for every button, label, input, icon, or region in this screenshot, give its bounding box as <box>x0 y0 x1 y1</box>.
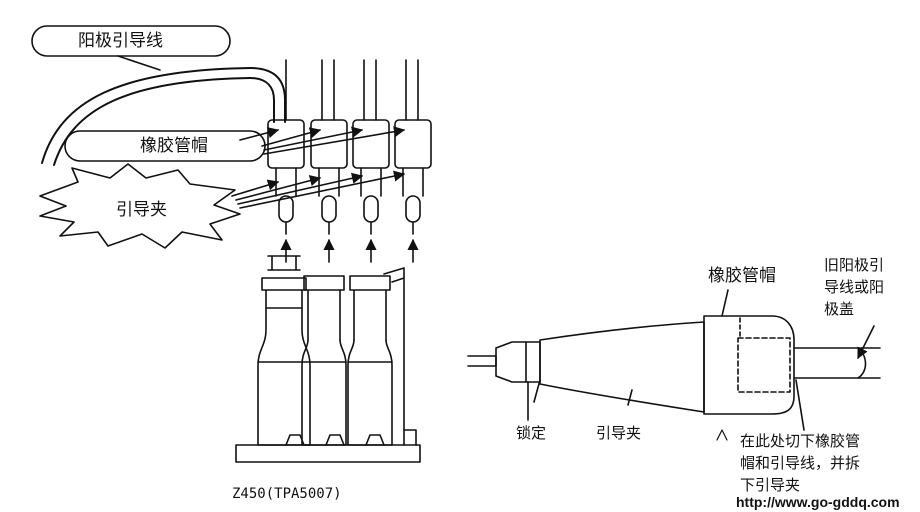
lead-clip-label-left: 引导夹 <box>116 200 167 220</box>
anode-lead-wire <box>41 67 286 166</box>
rubber-cap-label-right: 橡胶管帽 <box>708 266 776 286</box>
cut-instruction-line-2: 帽和引导线，并拆 <box>740 454 861 472</box>
cut-instruction-line-3: 下引导夹 <box>740 476 801 494</box>
lead-clip-label-right: 引导夹 <box>596 424 642 442</box>
crt-tube-base <box>235 255 421 463</box>
old-lead-label-2: 导线或阳 <box>824 278 885 296</box>
rubber-cap-detail <box>703 315 881 415</box>
lead-clip-starburst <box>39 163 241 249</box>
anode-lead-callout-box <box>31 25 231 57</box>
model-label: Z450(TPA5007) <box>232 486 342 502</box>
lead-clip-detail <box>467 321 705 421</box>
old-lead-pointer <box>857 325 875 360</box>
old-lead-label-1: 旧阳极引 <box>824 256 885 274</box>
anode-lead-pointer <box>117 55 161 71</box>
cut-point-pointer <box>795 379 805 431</box>
lock-label: 锁定 <box>516 424 547 442</box>
website-watermark[interactable]: http://www.go-gddq.com <box>736 494 900 510</box>
anode-lead-label: 阳极引导线 <box>78 31 163 51</box>
rubber-cap-label-left: 橡胶管帽 <box>140 136 208 156</box>
old-lead-label-3: 极盖 <box>824 300 855 318</box>
cut-mark-icon <box>716 429 728 441</box>
connector-column-2 <box>310 59 348 263</box>
lead-clip-pointers <box>231 170 406 209</box>
cut-instruction-line-1: 在此处切下橡胶管 <box>740 432 861 450</box>
connector-column-3 <box>352 59 390 263</box>
rubber-cap-right-pointer <box>721 289 729 317</box>
connector-column-4 <box>394 59 432 263</box>
rubber-cap-pointers <box>239 126 406 155</box>
